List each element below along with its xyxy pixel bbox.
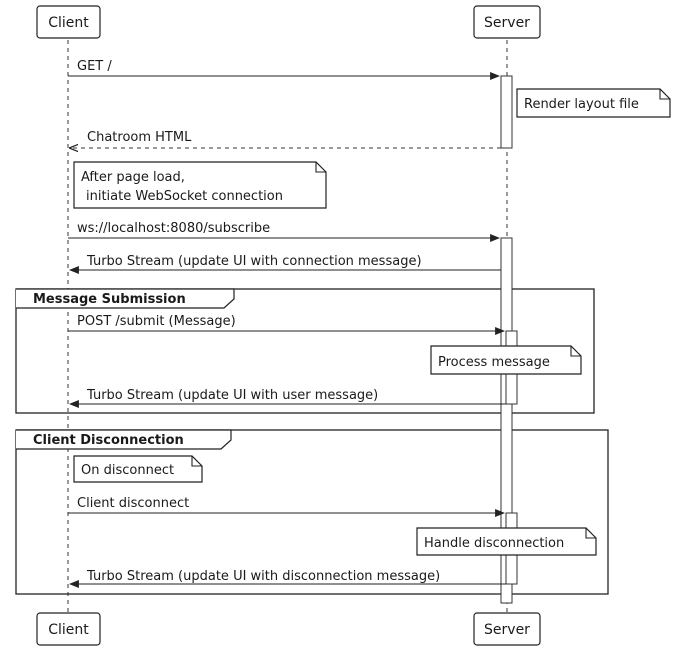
message-turbo-connection-label: Turbo Stream (update UI with connection … bbox=[86, 254, 422, 269]
note-handle-disconnection: Handle disconnection bbox=[416, 527, 597, 556]
message-chatroom-html: Chatroom HTML bbox=[70, 130, 501, 148]
message-post-submit-label: POST /submit (Message) bbox=[77, 314, 236, 329]
activation-bar-render bbox=[500, 75, 513, 149]
message-subscribe-label: ws://localhost:8080/subscribe bbox=[77, 221, 270, 236]
participant-client-bottom: Client bbox=[36, 612, 101, 646]
message-turbo-disconnection-label: Turbo Stream (update UI with disconnecti… bbox=[86, 569, 440, 584]
message-post-submit: POST /submit (Message) bbox=[68, 314, 505, 335]
note-after-page-load: After page load, initiate WebSocket conn… bbox=[73, 161, 327, 209]
group-message-submission: Message Submission bbox=[15, 288, 595, 414]
note-process-message-text: Process message bbox=[438, 355, 550, 370]
message-chatroom-html-label: Chatroom HTML bbox=[87, 130, 192, 145]
activation-bar-websocket bbox=[500, 237, 513, 604]
message-turbo-connection: Turbo Stream (update UI with connection … bbox=[69, 254, 501, 274]
message-turbo-disconnection: Turbo Stream (update UI with disconnecti… bbox=[69, 569, 506, 588]
participant-server-top: Server bbox=[473, 5, 541, 39]
message-client-disconnect-label: Client disconnect bbox=[77, 496, 189, 511]
note-after-load-line1: After page load, bbox=[81, 170, 185, 185]
participant-client-label-bottom: Client bbox=[48, 622, 89, 638]
participant-client-top: Client bbox=[36, 5, 101, 39]
message-get-label: GET / bbox=[77, 59, 112, 74]
group-client-disconnection: Client Disconnection bbox=[15, 429, 609, 595]
note-on-disconnect-text: On disconnect bbox=[81, 463, 174, 478]
message-turbo-user-label: Turbo Stream (update UI with user messag… bbox=[86, 388, 378, 403]
participant-client-label: Client bbox=[48, 15, 89, 31]
note-render-layout-text: Render layout file bbox=[524, 97, 639, 112]
note-process-message: Process message bbox=[430, 345, 582, 375]
note-render-layout: Render layout file bbox=[516, 88, 671, 118]
message-subscribe: ws://localhost:8080/subscribe bbox=[68, 221, 500, 242]
group-label-message-submission: Message Submission bbox=[33, 292, 186, 307]
group-label-client-disconnection: Client Disconnection bbox=[33, 433, 184, 448]
message-turbo-user: Turbo Stream (update UI with user messag… bbox=[69, 388, 506, 408]
message-get: GET / bbox=[68, 59, 500, 80]
participant-server-label: Server bbox=[484, 15, 530, 31]
note-after-load-line2: initiate WebSocket connection bbox=[86, 189, 283, 204]
note-on-disconnect: On disconnect bbox=[73, 455, 203, 483]
participant-server-label-bottom: Server bbox=[484, 622, 530, 638]
message-client-disconnect: Client disconnect bbox=[68, 496, 505, 517]
participant-server-bottom: Server bbox=[473, 612, 541, 646]
note-handle-disconnection-text: Handle disconnection bbox=[424, 536, 564, 551]
